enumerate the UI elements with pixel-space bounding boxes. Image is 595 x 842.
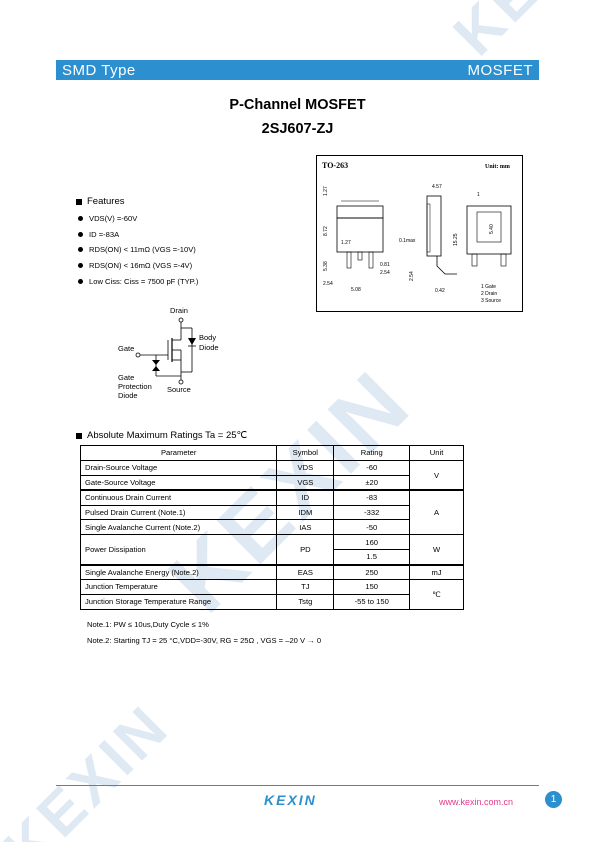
bullet-dot-icon — [78, 247, 83, 253]
column-header: Parameter — [79, 445, 278, 461]
table-row: Gate-Source Voltage VGS ±20 — [79, 474, 464, 491]
table-row: Continuous Drain Current ID -83 A — [79, 489, 464, 536]
gate-protection-label: Protection — [118, 382, 152, 391]
bullet-dot-icon — [78, 278, 83, 284]
feature-item: VDS(V) =-60V — [78, 211, 198, 227]
table-row: Single Avalanche Current (Note.2) IAS -5… — [79, 519, 464, 536]
column-header: Unit — [409, 445, 464, 461]
features-heading: Features — [76, 196, 198, 207]
bullet-dot-icon — [78, 216, 83, 222]
body-label: Body — [199, 333, 216, 342]
header-left: SMD Type — [62, 61, 136, 79]
table-row: Power Dissipation PD 160 W — [79, 534, 464, 566]
watermark: KEXIN — [440, 0, 595, 69]
bullet-square-icon — [76, 198, 82, 205]
footer-url-link[interactable]: www.kexin.com.cn — [439, 797, 514, 807]
footer-logo: KEXIN — [264, 792, 317, 808]
dim-label: 0.81 — [380, 262, 390, 268]
gate-protection-label: Gate — [118, 373, 134, 382]
pin-label: 2 Drain — [481, 291, 497, 297]
dim-label: 2.54 — [323, 281, 333, 287]
dim-label: 15.25 — [453, 233, 459, 246]
ratings-table: Parameter Symbol Rating Unit Drain-Sourc… — [79, 445, 464, 610]
mosfet-schematic: Drain Body Diode Gate Gate Protection Di… — [118, 306, 219, 400]
features-section: Features VDS(V) =-60V ID =-83A RDS(ON) <… — [76, 196, 198, 289]
pin-label: 1 Gate — [481, 284, 496, 290]
note-1: Note.1: PW ≤ 10us,Duty Cycle ≤ 1% — [87, 620, 209, 629]
dim-label: 1.27 — [323, 186, 329, 196]
feature-item: ID =-83A — [78, 227, 198, 243]
footer-divider — [56, 785, 539, 786]
header-right: MOSFET — [467, 61, 533, 79]
dim-label: 5.08 — [351, 287, 361, 293]
bullet-square-icon — [76, 432, 82, 439]
package-svg: TO-263 Unit: mm 1.27 8.72 1.27 5.38 2.54… — [322, 161, 512, 304]
pin-label: 3 Source — [481, 298, 501, 304]
source-label: Source — [167, 385, 191, 394]
table-row: Single Avalanche Energy (Note.2) EAS 250… — [79, 563, 464, 581]
dim-label: 8.72 — [323, 226, 329, 236]
column-header: Rating — [333, 445, 411, 461]
notes: Note.1: PW ≤ 10us,Duty Cycle ≤ 1% Note.2… — [87, 617, 321, 649]
package-unit: Unit: mm — [485, 164, 510, 170]
table-header-row: Parameter Symbol Rating Unit — [79, 445, 464, 461]
feature-item: RDS(ON) < 11mΩ (VGS =-10V) — [78, 242, 198, 258]
bullet-dot-icon — [78, 231, 83, 237]
gate-label: Gate — [118, 344, 134, 353]
note-2: Note.2: Starting TJ = 25 °C,VDD=-30V, RG… — [87, 636, 322, 645]
feature-item: RDS(ON) < 16mΩ (VGS =-4V) — [78, 258, 198, 274]
table-row: Pulsed Drain Current (Note.1) IDM -332 — [79, 504, 464, 521]
dim-label: 2.54 — [409, 271, 415, 281]
dim-label: 1 — [477, 192, 480, 198]
table-row: Junction Temperature TJ 150 ℃ — [79, 579, 464, 610]
features-list: VDS(V) =-60V ID =-83A RDS(ON) < 11mΩ (VG… — [78, 211, 198, 289]
dim-label: 2.54 — [380, 270, 390, 276]
table-row: Junction Storage Temperature Range Tstg … — [79, 593, 464, 610]
page-title: P-Channel MOSFET — [229, 97, 366, 113]
dim-label: 5.38 — [323, 261, 329, 271]
package-drawing: TO-263 Unit: mm 1.27 8.72 1.27 5.38 2.54… — [316, 155, 523, 312]
page-number-badge: 1 — [545, 791, 562, 808]
part-number: 2SJ607-ZJ — [261, 121, 334, 137]
table-row: Drain-Source Voltage VDS -60 V — [79, 459, 464, 491]
column-header: Symbol — [276, 445, 335, 461]
body-diode-label: Diode — [199, 343, 219, 352]
dim-label: 5.40 — [489, 224, 495, 234]
gate-protection-label: Diode — [118, 391, 138, 400]
header-bar: SMD Type MOSFET — [56, 60, 539, 80]
dim-label: 0.42 — [435, 288, 445, 294]
feature-item: Low Ciss: Ciss = 7500 pF (TYP.) — [78, 273, 198, 289]
package-name: TO-263 — [322, 161, 348, 170]
dim-label: 1.27 — [341, 240, 351, 246]
dim-label: 0.1max — [399, 238, 416, 244]
bullet-dot-icon — [78, 263, 83, 269]
dim-label: 4.57 — [432, 184, 442, 190]
ratings-heading: Absolute Maximum Ratings Ta = 25℃ — [76, 430, 247, 441]
watermark: KEXIN — [0, 691, 182, 842]
drain-label: Drain — [170, 306, 188, 315]
